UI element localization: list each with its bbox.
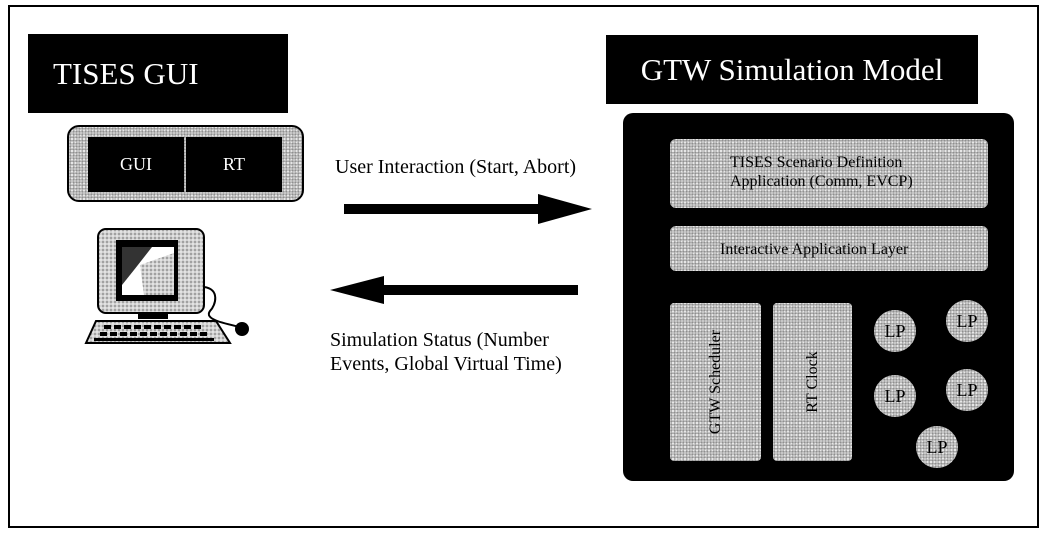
simulation-status-label-line2: Events, Global Virtual Time) [330,353,562,375]
gui-box: GUI [88,137,184,192]
rt-clock-box: RT Clock [773,303,852,461]
rt-box: RT [186,137,282,192]
gtw-model-title: GTW Simulation Model [606,35,978,104]
lp-node: LP [944,298,990,344]
interactive-application-layer: Interactive Application Layer [670,226,988,271]
lp-node: LP [872,373,918,419]
arrow-right [344,194,592,224]
lp-node: LP [944,367,990,413]
rt-clock-label: RT Clock [803,351,821,413]
gtw-scheduler-label: GTW Scheduler [706,329,724,435]
user-interaction-label: User Interaction (Start, Abort) [335,156,577,178]
scenario-definition-layer: TISES Scenario Definition Application (C… [670,139,988,208]
computer-icon [84,228,249,344]
scenario-line2: Application (Comm, EVCP) [730,173,913,190]
gtw-scheduler-box: GTW Scheduler [670,303,761,461]
lp-node: LP [914,424,960,470]
tises-gui-title-text: TISES GUI [53,56,199,91]
gtw-model-box: TISES Scenario Definition Application (C… [623,113,1014,481]
interactive-layer-label: Interactive Application Layer [720,241,909,258]
arrow-left [330,276,578,304]
simulation-status-label-line1: Simulation Status (Number [330,329,549,351]
gui-box-label: GUI [120,154,152,174]
gui-rt-panel: GUI RT [67,125,304,202]
rt-box-label: RT [223,154,245,174]
scenario-line1: TISES Scenario Definition [730,154,903,171]
gtw-model-title-text: GTW Simulation Model [640,52,944,87]
tises-gui-title: TISES GUI [28,34,288,113]
lp-node: LP [872,308,918,354]
